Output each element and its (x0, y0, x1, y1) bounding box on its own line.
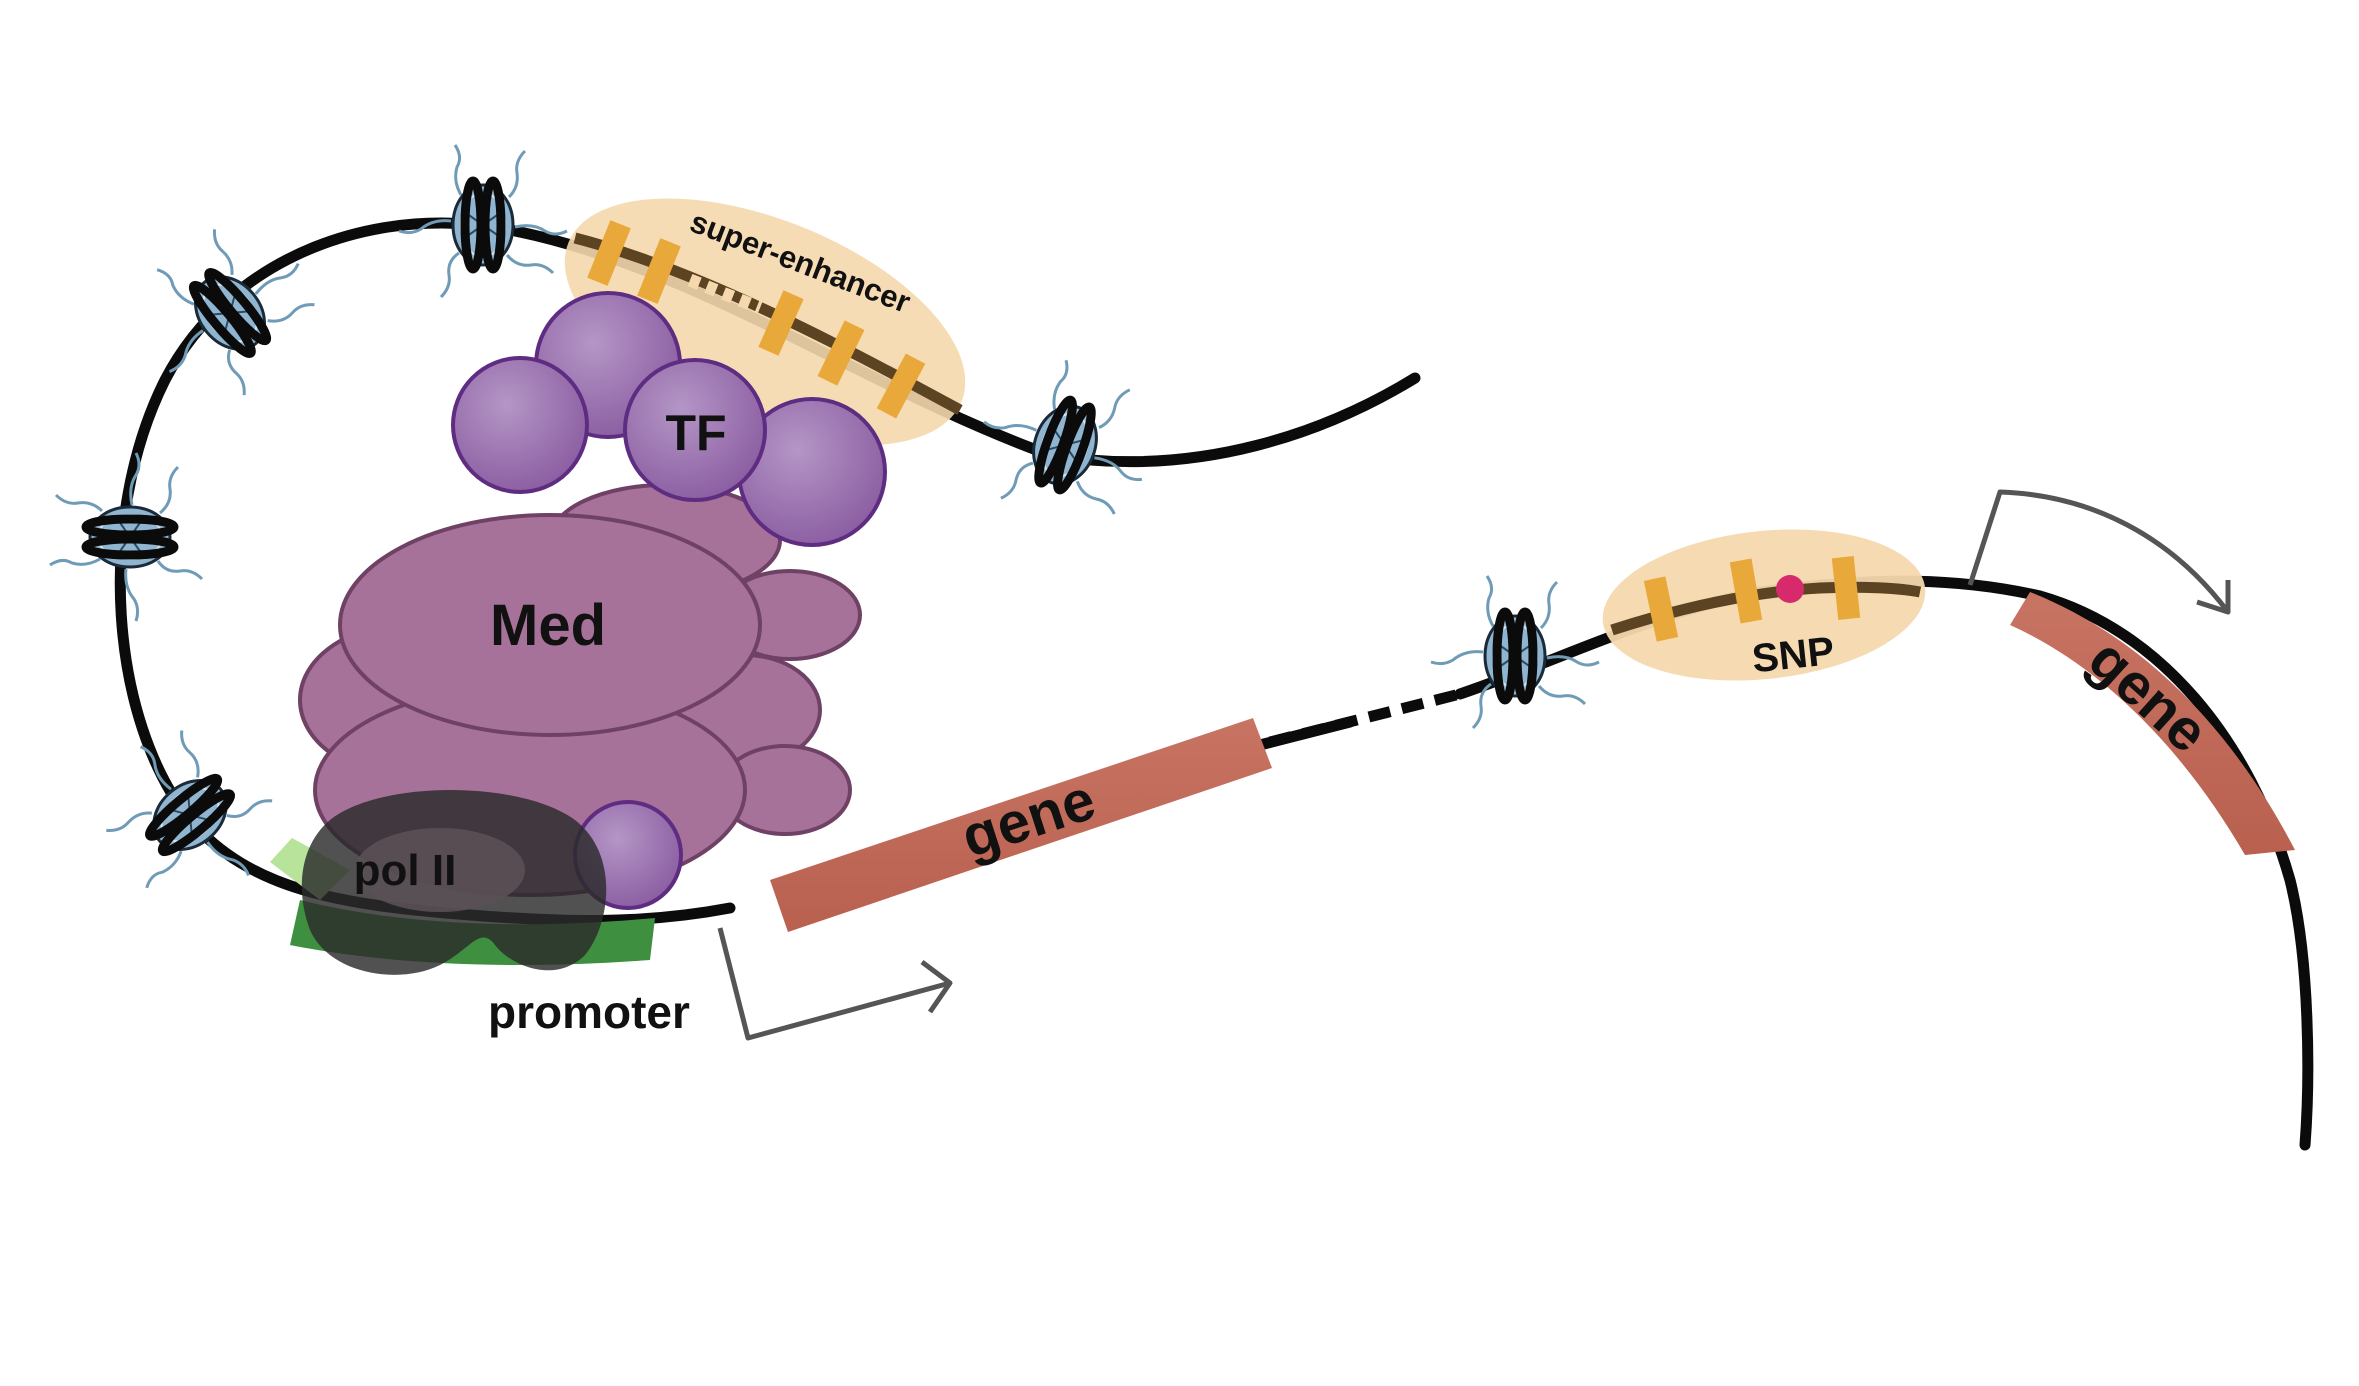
nucleosome-icon (75, 704, 299, 930)
transcription-start-arrow-icon (1967, 489, 2231, 615)
gene-1-label: gene (954, 767, 1103, 871)
snp-dot (1776, 575, 1804, 603)
transcription-factor-cluster: TF (451, 291, 887, 910)
rna-polymerase-ii: pol II (301, 790, 607, 975)
promoter-label: promoter (488, 986, 690, 1038)
snp-enhancer-region: SNP (1602, 529, 1926, 681)
nucleosome-icon (114, 198, 340, 422)
mediator-label: Med (490, 593, 606, 658)
tf-label: TF (665, 405, 726, 461)
gene-1: gene (770, 718, 1272, 932)
transcription-start-arrow-icon (717, 927, 953, 1041)
gene-2: gene (2010, 592, 2295, 855)
nucleosome-icon (961, 341, 1171, 541)
snp-label: SNP (1750, 629, 1836, 681)
pol2-label: pol II (354, 846, 457, 895)
